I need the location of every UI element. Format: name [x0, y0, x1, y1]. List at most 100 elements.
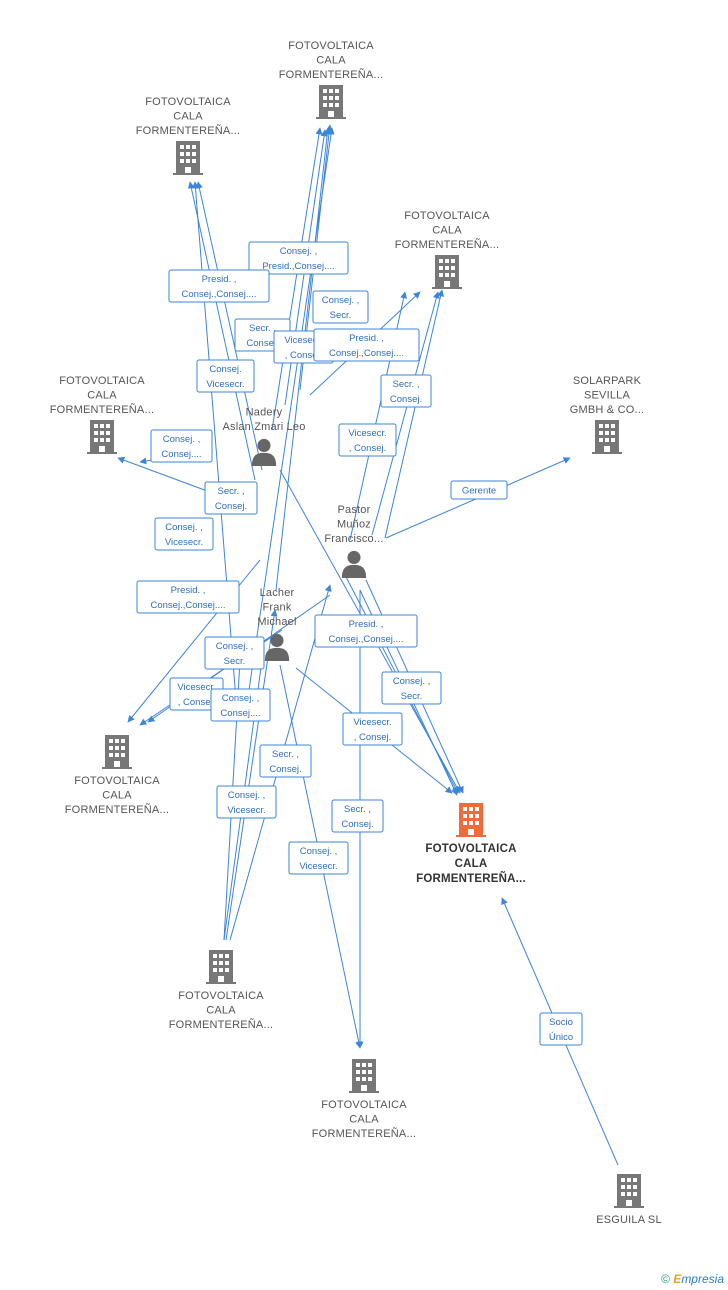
- node-label: CALA: [102, 790, 132, 802]
- relation-label-text: Secr.: [330, 310, 352, 321]
- relation-label-text: Consej. ,: [322, 295, 360, 306]
- node-label: CALA: [349, 1114, 379, 1126]
- relation-label[interactable]: Presid. , Consej.,Consej....: [313, 328, 420, 362]
- relation-edge: [371, 291, 440, 536]
- relation-label-text: Consej.,Consej....: [329, 348, 404, 359]
- relation-label-text: Vicesecr.: [284, 335, 322, 346]
- relation-label-text: Vicesecr.: [165, 537, 203, 548]
- nodes-layer: FOTOVOLTAICACALAFORMENTEREÑA...FOTOVOLTA…: [50, 40, 662, 1226]
- relation-label[interactable]: Consej. , Consej....: [210, 688, 271, 722]
- node-label: CALA: [316, 55, 346, 67]
- relation-label-text: Consej....: [220, 708, 260, 719]
- relation-label-text: , Consej.: [285, 350, 323, 361]
- company-node[interactable]: FOTOVOLTAICACALAFORMENTEREÑA...: [169, 950, 273, 1031]
- empresia-footer[interactable]: © Empresia: [661, 1272, 724, 1286]
- relation-label-text: Consej. ,: [222, 693, 260, 704]
- relation-label-text: , Consej.: [349, 443, 387, 454]
- node-label: ESGUILA SL: [596, 1214, 662, 1226]
- node-label: Lacher: [260, 587, 295, 599]
- relation-label[interactable]: Consej. ,Secr.: [204, 636, 265, 670]
- relation-label-text: Secr.: [401, 691, 423, 702]
- relation-label[interactable]: Vicesecr. , Consej.: [169, 677, 224, 711]
- relation-label[interactable]: Vicesecr., Consej.: [342, 712, 403, 746]
- building-icon: [432, 255, 462, 289]
- relation-label[interactable]: Secr. ,Consej.: [380, 374, 432, 408]
- company-node[interactable]: FOTOVOLTAICACALAFORMENTEREÑA...: [50, 375, 154, 454]
- relation-label-text: Presid. ,: [349, 333, 384, 344]
- relation-edge: [187, 181, 256, 481]
- company-node[interactable]: FOTOVOLTAICACALAFORMENTEREÑA...: [395, 210, 499, 289]
- relation-label[interactable]: Secr. ,Consej.: [331, 799, 384, 833]
- building-icon: [87, 420, 117, 454]
- person-icon: [341, 550, 367, 578]
- company-node[interactable]: ESGUILA SL: [596, 1174, 662, 1226]
- node-label: CALA: [87, 390, 117, 402]
- relation-label-text: Secr. ,: [272, 749, 299, 760]
- relation-edge: [195, 181, 263, 471]
- relation-label-text: Presid. ,: [171, 585, 206, 596]
- building-icon: [102, 735, 132, 769]
- node-label: Aslan Zmari Leo: [222, 421, 305, 433]
- relation-label-text: Consej.,Consej....: [182, 289, 257, 300]
- node-label: SEVILLA: [584, 390, 631, 402]
- relation-label-text: , Consej.: [178, 697, 216, 708]
- company-node[interactable]: FOTOVOLTAICACALAFORMENTEREÑA...: [312, 1059, 416, 1140]
- relation-label-text: Consej. ,: [393, 676, 431, 687]
- node-label: FORMENTEREÑA...: [136, 124, 240, 137]
- node-label: FOTOVOLTAICA: [74, 775, 160, 787]
- relation-label[interactable]: Consej. , Vicesecr.: [154, 517, 214, 551]
- relation-label[interactable]: Presid. , Consej.,Consej....: [168, 269, 270, 303]
- company-node[interactable]: FOTOVOLTAICACALAFORMENTEREÑA...: [279, 40, 383, 119]
- node-label: FOTOVOLTAICA: [178, 990, 264, 1002]
- relation-label[interactable]: Presid. ,Consej.,Consej....: [136, 580, 240, 614]
- relation-label-text: Vicesecr.: [206, 379, 244, 390]
- person-node[interactable]: PastorMuñozFrancisco...: [324, 504, 383, 578]
- node-label: FOTOVOLTAICA: [404, 210, 490, 222]
- relation-label-text: Consej.: [246, 338, 278, 349]
- node-label: Francisco...: [324, 533, 383, 545]
- node-label: CALA: [173, 111, 203, 123]
- relation-label[interactable]: Gerente: [450, 480, 508, 500]
- copyright-symbol: ©: [661, 1272, 670, 1286]
- node-label: CALA: [455, 858, 488, 870]
- relation-label-text: Consej.: [209, 364, 241, 375]
- relation-label[interactable]: Consej. ,Vicesecr.: [216, 785, 277, 819]
- brand-first-letter: E: [673, 1272, 682, 1286]
- relation-label-text: Vicesecr.: [299, 861, 337, 872]
- relation-label[interactable]: Secr. ,Consej.: [259, 744, 312, 778]
- relation-label-text: Secr.: [224, 656, 246, 667]
- relation-label-text: Único: [549, 1032, 573, 1043]
- node-label: Nadery: [246, 407, 283, 419]
- relation-label-text: Consej.,Consej....: [329, 634, 404, 645]
- relation-label-text: Secr. ,: [218, 486, 245, 497]
- main-company-node[interactable]: FOTOVOLTAICACALAFORMENTEREÑA...: [416, 803, 526, 885]
- node-label: SOLARPARK: [573, 375, 642, 387]
- relation-label[interactable]: Consej. , Secr.: [381, 671, 442, 705]
- relation-label[interactable]: Consej. ,Consej....: [150, 429, 213, 463]
- relation-label[interactable]: Vicesecr., Consej.: [338, 423, 397, 457]
- relation-edge: [192, 181, 237, 701]
- relation-label[interactable]: Consej. ,Vicesecr.: [288, 841, 349, 875]
- relation-label[interactable]: Consej. , Secr.: [312, 290, 369, 324]
- relation-label-text: Vicesecr.: [227, 805, 265, 816]
- company-node[interactable]: FOTOVOLTAICACALAFORMENTEREÑA...: [65, 735, 169, 816]
- relation-label-text: Secr. ,: [249, 323, 276, 334]
- relation-label[interactable]: Consej. ,Presid.,Consej....: [248, 241, 349, 275]
- relation-label[interactable]: Consej. Vicesecr.: [196, 359, 255, 393]
- building-icon: [349, 1059, 379, 1093]
- relation-label-text: , Consej.: [354, 732, 392, 743]
- relation-label-text: Vicesecr.: [177, 682, 215, 693]
- relation-label-text: Consej. ,: [165, 522, 203, 533]
- company-node[interactable]: FOTOVOLTAICACALAFORMENTEREÑA...: [136, 96, 240, 175]
- building-icon: [316, 85, 346, 119]
- relation-label-text: Presid. ,: [202, 274, 237, 285]
- brand-rest: mpresia: [681, 1272, 724, 1286]
- relation-label[interactable]: Presid. ,Consej.,Consej....: [314, 614, 418, 648]
- relation-label[interactable]: Secr. ,Consej.: [204, 481, 258, 515]
- building-icon: [592, 420, 622, 454]
